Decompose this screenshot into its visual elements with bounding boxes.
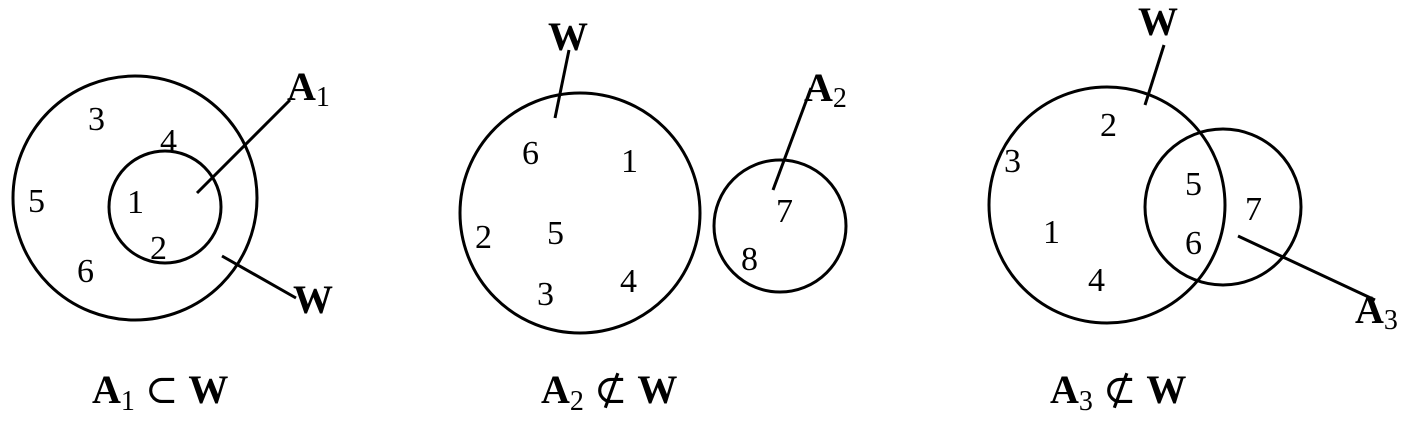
element-3: 3 <box>88 101 105 138</box>
element-3: 3 <box>1004 143 1021 180</box>
caption-disjoint: A2⊄W <box>541 367 677 417</box>
set-a2-circle <box>712 158 848 294</box>
element-2: 2 <box>1100 107 1117 144</box>
element-6: 6 <box>77 253 94 290</box>
w-pointer-line <box>1143 44 1166 106</box>
element-4: 4 <box>620 263 637 300</box>
set-a1-circle <box>107 149 223 265</box>
element-2: 2 <box>150 230 167 267</box>
element-7: 7 <box>776 193 793 230</box>
element-6: 6 <box>1185 225 1202 262</box>
element-1: 1 <box>1043 214 1060 251</box>
element-5: 5 <box>547 215 564 252</box>
panel-overlap: 2 3 1 4 5 6 7 W A3 A3⊄W <box>987 0 1398 417</box>
element-6: 6 <box>522 135 539 172</box>
caption-subset: A1⊂W <box>92 367 228 417</box>
element-1: 1 <box>127 184 144 221</box>
w-pointer-line <box>221 254 297 300</box>
caption-overlap: A3⊄W <box>1050 367 1186 417</box>
a3-pointer-line <box>1237 234 1376 302</box>
element-5: 5 <box>1185 166 1202 203</box>
set-a3-circle <box>1143 127 1303 287</box>
element-4: 4 <box>1088 262 1105 299</box>
set-w-circle <box>458 91 702 335</box>
element-1: 1 <box>621 143 638 180</box>
set-a3-label: A3 <box>1355 287 1398 336</box>
element-5: 5 <box>28 183 45 220</box>
set-w-label: W <box>1138 0 1178 44</box>
set-a1-label: A1 <box>287 64 330 113</box>
panel-subset: 3 4 5 6 1 2 A1 W A1⊂W <box>11 64 333 417</box>
set-a2-label: A2 <box>804 65 847 114</box>
element-4: 4 <box>160 123 177 160</box>
element-3: 3 <box>537 276 554 313</box>
set-w-circle <box>987 85 1227 325</box>
set-w-circle <box>11 74 259 322</box>
set-w-label: W <box>548 14 588 59</box>
w-pointer-line <box>553 49 571 119</box>
panel-disjoint: 6 1 2 5 3 4 7 8 W A2 A2⊄W <box>458 14 848 417</box>
element-8: 8 <box>741 241 758 278</box>
element-2: 2 <box>475 219 492 256</box>
set-w-label: W <box>293 277 333 322</box>
a2-pointer-line <box>771 87 813 191</box>
a1-pointer-line <box>195 98 292 195</box>
element-7: 7 <box>1245 191 1262 228</box>
